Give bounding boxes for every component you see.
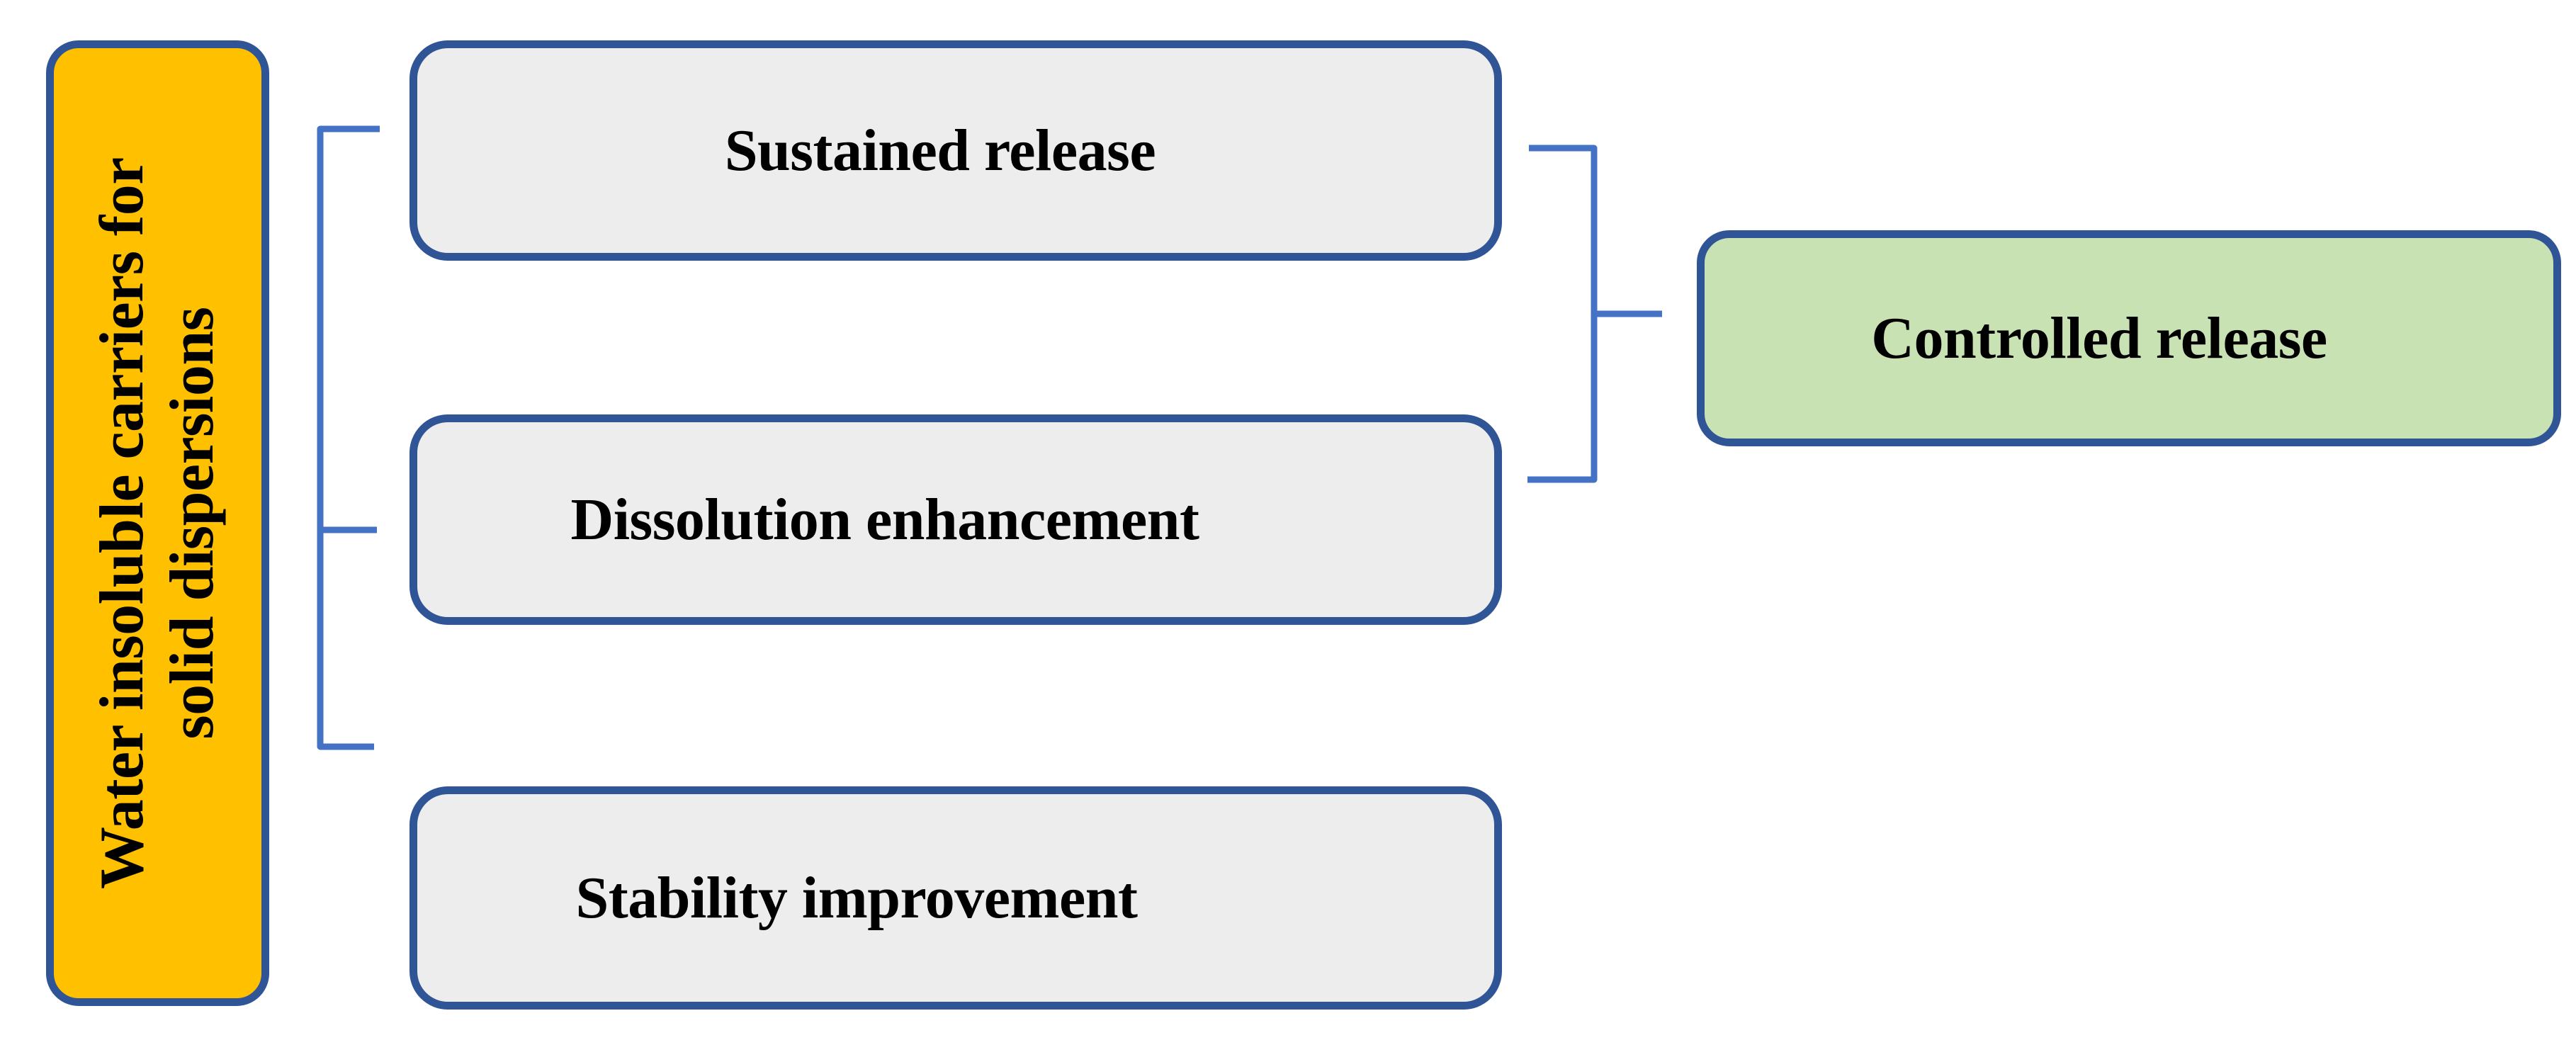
outcome-node-stability-improvement[interactable]: Stability improvement [409, 786, 1502, 1010]
left-brace-path [317, 125, 380, 750]
outcome-node-dissolution-enhancement[interactable]: Dissolution enhancement [409, 414, 1502, 625]
outcome-node-sustained-release[interactable]: Sustained release [409, 40, 1502, 261]
source-node-label: Water insoluble carriers for solid dispe… [88, 157, 227, 889]
source-node-water-insoluble-carriers[interactable]: Water insoluble carriers for solid dispe… [46, 40, 269, 1006]
result-node-controlled-release[interactable]: Controlled release [1697, 230, 2561, 446]
outcome-node-label: Dissolution enhancement [570, 487, 1199, 553]
outcome-node-label: Stability improvement [575, 865, 1138, 931]
result-node-label: Controlled release [1871, 305, 2327, 371]
outcome-node-label: Sustained release [724, 118, 1156, 183]
source-node-label-line-1: Water insoluble carriers for [87, 157, 157, 889]
left-brace-connector [317, 125, 380, 750]
right-brace-connector [1527, 145, 1662, 483]
source-node-label-line-2: solid dispersions [157, 307, 227, 740]
right-brace-path [1527, 145, 1662, 483]
